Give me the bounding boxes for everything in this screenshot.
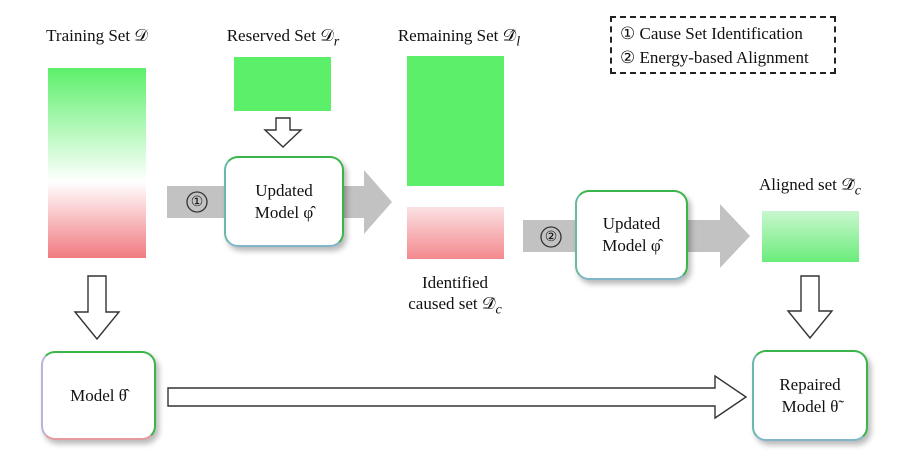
reserved-down-arrow — [263, 117, 303, 148]
reserved-set-block — [234, 57, 331, 111]
aligned-set-block — [762, 211, 859, 262]
aligned-set-label: Aligned set 𝒟̃c — [758, 175, 862, 199]
updated-model-box-1: Updated Model φ̂ — [224, 156, 344, 247]
training-set-label: Training Set 𝒟 — [46, 26, 148, 45]
repaired-model-box: Repaired Model θ̃ — [752, 350, 868, 441]
model-theta-label: Model θ̂ — [70, 385, 127, 405]
repaired-model-line1: Repaired — [779, 374, 841, 394]
identified-set-label: Identified caused set 𝒟̂c — [408, 273, 502, 318]
training-down-arrow — [73, 275, 121, 341]
caused-set-block — [407, 207, 504, 259]
step2-number: ② — [544, 230, 558, 245]
training-set-block — [48, 68, 146, 258]
step1-circle — [186, 191, 208, 213]
repaired-model-line2: Model θ̃ — [781, 396, 839, 416]
long-right-arrow — [167, 374, 748, 420]
remaining-set-label: Remaining Set 𝒟̂l — [397, 26, 521, 50]
updated-model-box-2: Updated Model φ̂ — [575, 190, 688, 280]
legend-item-cause-set: ① Cause Set Identification — [620, 24, 803, 43]
step2-circle — [540, 226, 562, 248]
updated-model-2-line1: Updated — [602, 214, 661, 233]
updated-model-1-line1: Updated — [255, 180, 313, 200]
model-theta-box: Model θ̂ — [41, 351, 156, 440]
updated-model-1-line2: Model φ̂ — [254, 202, 314, 222]
updated-model-2-line2: Model φ̂ — [602, 236, 661, 255]
legend-item-energy-alignment: ② Energy-based Alignment — [620, 48, 809, 67]
remaining-set-block — [407, 56, 504, 186]
legend-box: ① Cause Set Identification ② Energy-base… — [610, 16, 836, 74]
aligned-down-arrow — [786, 275, 834, 340]
step1-number: ① — [190, 195, 204, 210]
reserved-set-label: Reserved Set 𝒟r — [226, 26, 340, 50]
